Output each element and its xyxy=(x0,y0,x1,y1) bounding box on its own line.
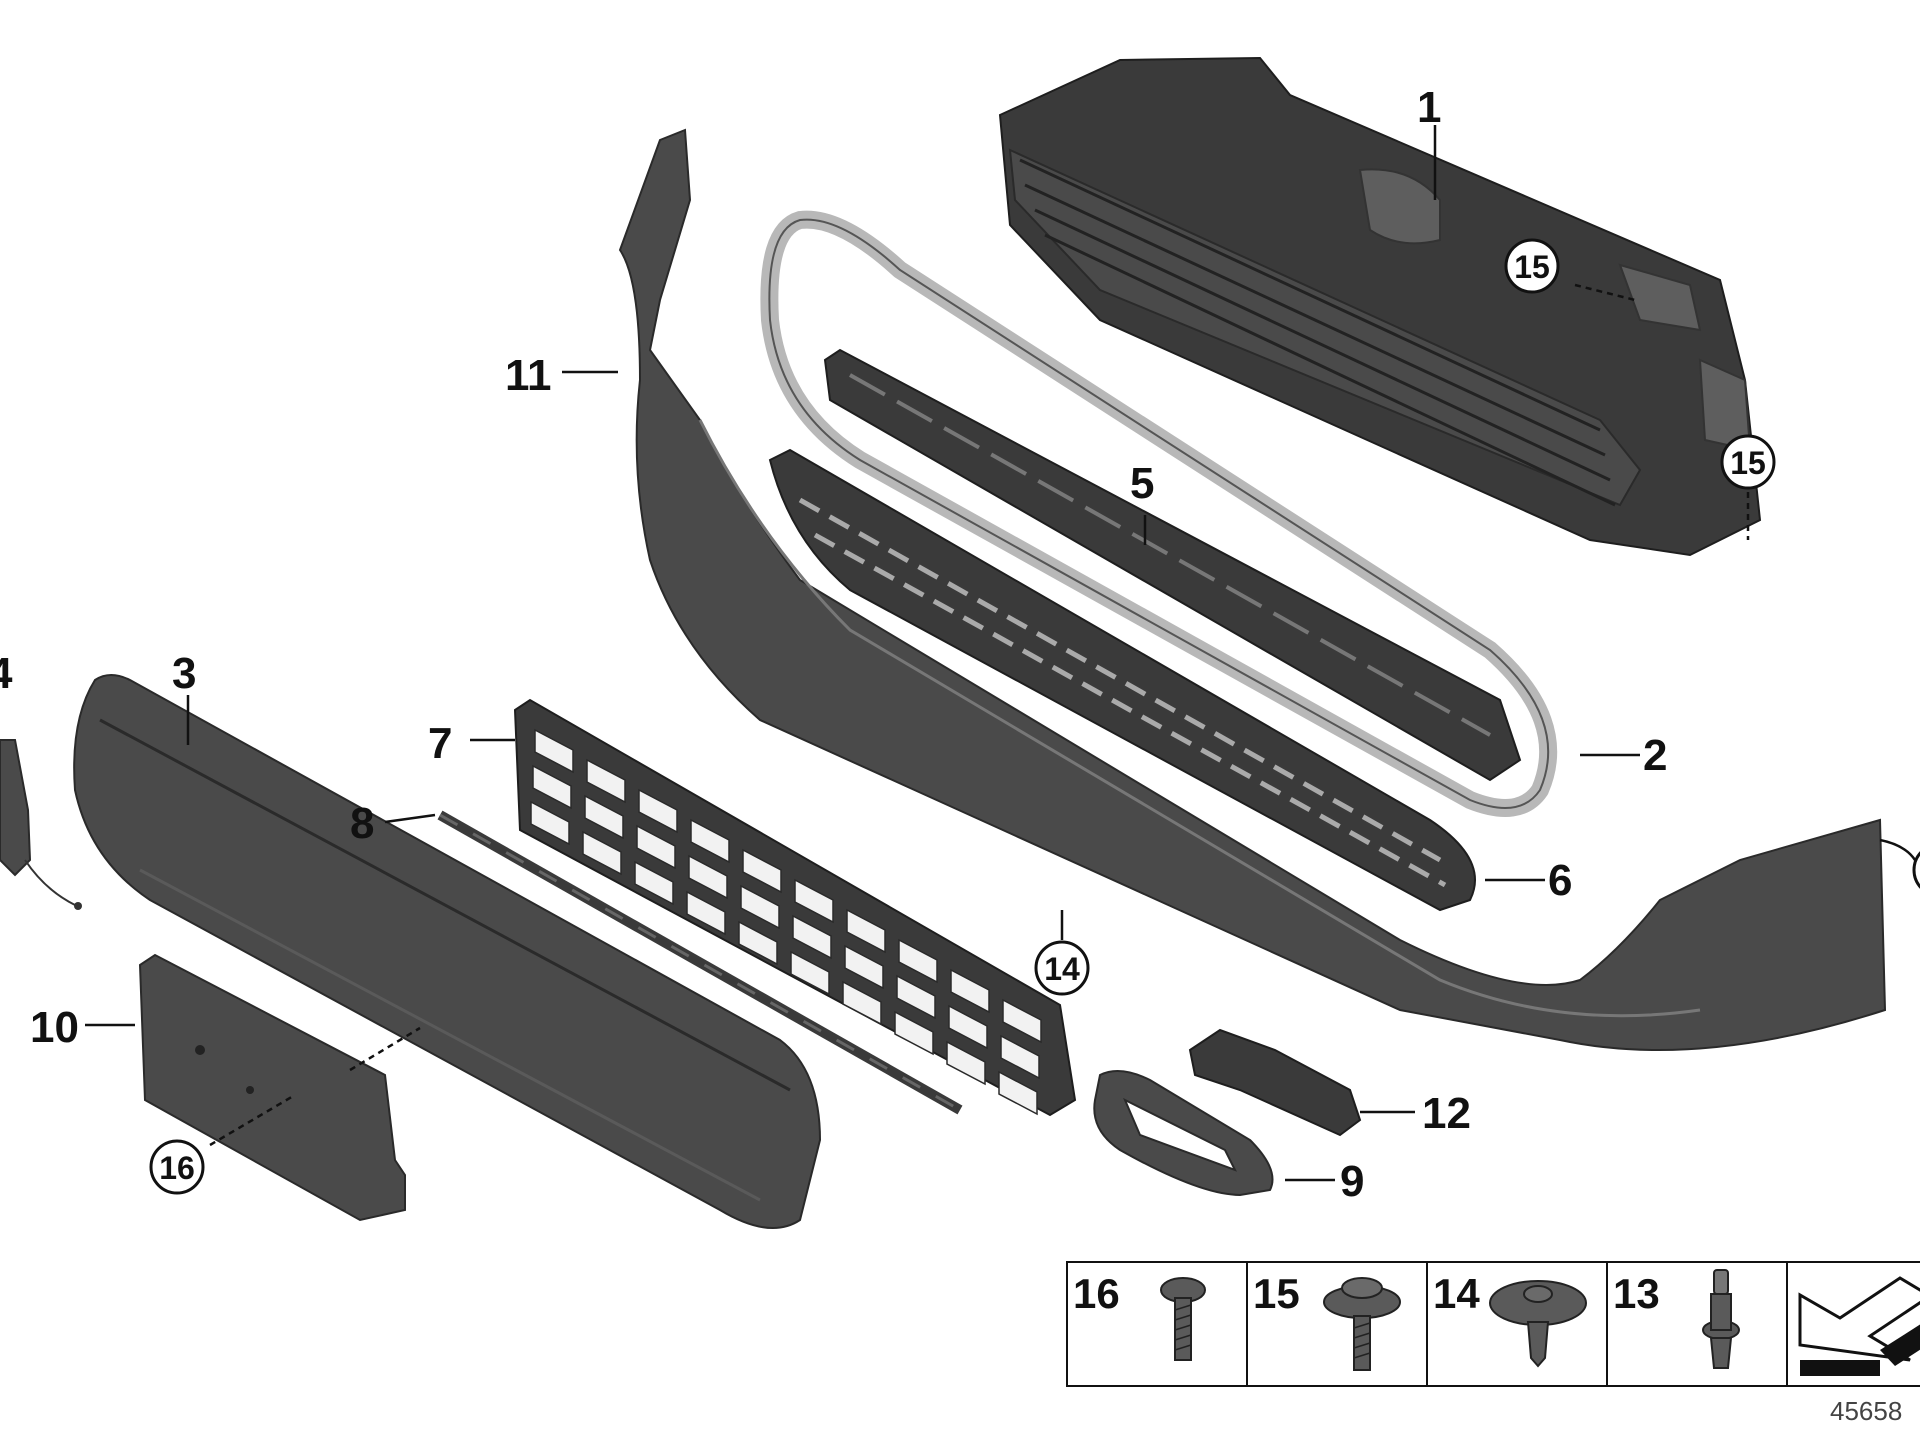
callout-2: 2 xyxy=(1643,731,1667,780)
mesh-slot xyxy=(742,848,782,894)
expanding-rivet-large-washer-icon xyxy=(1489,1280,1587,1368)
part-2-trim-ring xyxy=(760,210,1558,817)
svg-text:14: 14 xyxy=(1044,951,1080,987)
mesh-slot xyxy=(532,764,572,810)
part-6-lower-grille xyxy=(768,448,1476,912)
callout-3: 3 xyxy=(172,649,196,698)
arrow-symbol-icon xyxy=(1798,1276,1920,1376)
svg-text:15: 15 xyxy=(1730,445,1766,481)
mesh-slot xyxy=(530,800,570,846)
mesh-slot xyxy=(790,950,830,996)
mesh-slot xyxy=(582,830,622,876)
mesh-slot xyxy=(634,860,674,906)
mesh-slot xyxy=(690,818,730,864)
mesh-slot xyxy=(948,1004,988,1050)
mesh-slot xyxy=(584,794,624,840)
legend-number-16: 16 xyxy=(1073,1270,1120,1317)
mesh-slot xyxy=(896,974,936,1020)
expanding-rivet-icon xyxy=(1702,1269,1740,1369)
part-11-bumper-trim xyxy=(618,128,1887,1051)
mesh-slot xyxy=(998,1070,1038,1116)
mesh-slot xyxy=(534,728,574,774)
mesh-slot xyxy=(740,884,780,930)
leader-lines xyxy=(85,125,1917,1182)
part-7-lower-mesh-grille xyxy=(513,698,1077,1117)
legend-number-13: 13 xyxy=(1613,1270,1660,1317)
mesh-slot xyxy=(946,1040,986,1086)
part-8-trim-strip xyxy=(437,810,963,1115)
part-12-fog-grille xyxy=(1188,1028,1362,1137)
svg-text:15: 15 xyxy=(1514,249,1550,285)
mesh-slot xyxy=(950,968,990,1014)
mesh-slot xyxy=(638,788,678,834)
part-4-side-bracket xyxy=(0,739,82,910)
mesh-slot xyxy=(686,890,726,936)
callout-13-circle-edge xyxy=(1912,851,1920,889)
mesh-slot xyxy=(794,878,834,924)
mesh-slot xyxy=(586,758,626,804)
callout-8: 8 xyxy=(350,799,374,848)
svg-text:16: 16 xyxy=(159,1150,195,1186)
callout-1: 1 xyxy=(1417,83,1441,132)
callout-11: 11 xyxy=(505,351,552,400)
mesh-slot xyxy=(636,824,676,870)
mesh-slot xyxy=(842,980,882,1026)
mesh-slot xyxy=(1000,1034,1040,1080)
part-3-lower-bumper-cover xyxy=(73,674,822,1229)
callout-5: 5 xyxy=(1130,459,1154,508)
pan-head-screw-icon xyxy=(1160,1277,1206,1361)
mesh-slot xyxy=(738,920,778,966)
fastener-legend: 16 15 14 13 xyxy=(1066,1261,1920,1387)
document-number: 45658 xyxy=(1830,1396,1902,1426)
part-10-license-plate-bracket xyxy=(138,953,406,1222)
callout-4: 4 xyxy=(0,649,13,698)
circled-callouts: 15 15 14 16 xyxy=(149,238,1920,1195)
mesh-slot xyxy=(846,908,886,954)
callout-10: 10 xyxy=(30,1003,79,1052)
callout-16-circle: 16 xyxy=(149,1139,205,1195)
mesh-slot xyxy=(792,914,832,960)
flange-screw-with-washer-icon xyxy=(1323,1277,1401,1371)
callout-14-circle: 14 xyxy=(1034,940,1090,996)
mesh-slot xyxy=(844,944,884,990)
part-9-fog-bezel xyxy=(1093,1070,1274,1197)
mesh-slot xyxy=(1002,998,1042,1044)
mesh-slot xyxy=(688,854,728,900)
mesh-slot xyxy=(894,1010,934,1056)
callout-12: 12 xyxy=(1422,1089,1471,1138)
part-5-grille-insert xyxy=(823,348,1522,782)
callout-labels: 1 2 3 4 5 6 7 8 9 10 11 12 xyxy=(0,83,1667,1206)
callout-15-circle-lower: 15 xyxy=(1720,434,1776,490)
part-1-upper-grille xyxy=(998,56,1762,557)
mesh-slot xyxy=(898,938,938,984)
callout-15-circle-upper: 15 xyxy=(1504,238,1560,294)
legend-number-14: 14 xyxy=(1433,1270,1480,1317)
callout-7: 7 xyxy=(428,719,452,768)
callout-9: 9 xyxy=(1340,1157,1364,1206)
legend-number-15: 15 xyxy=(1253,1270,1300,1317)
callout-6: 6 xyxy=(1548,856,1572,905)
